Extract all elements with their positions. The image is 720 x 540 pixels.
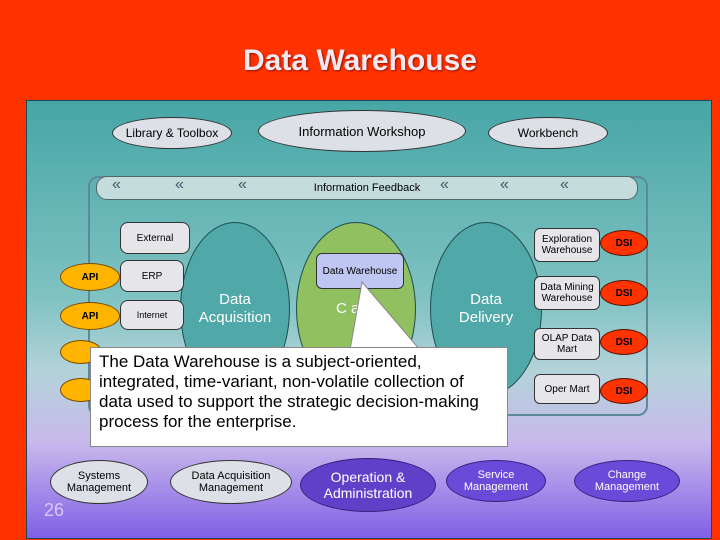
dsi-oval: DSI — [600, 378, 648, 404]
definition-callout: The Data Warehouse is a subject-oriented… — [90, 347, 508, 447]
internet-source: Internet — [120, 300, 184, 330]
data-delivery-label: Data Delivery — [458, 291, 514, 326]
erp-source: ERP — [120, 260, 184, 292]
data-warehouse-cylinder: Data Warehouse — [316, 253, 404, 289]
chevron-left-icon: « — [560, 176, 569, 193]
service-management-oval: Service Management — [446, 460, 546, 502]
api-oval: API — [60, 263, 120, 291]
operation-administration-oval: Operation & Administration — [300, 458, 436, 512]
dsi-oval: DSI — [600, 329, 648, 355]
callout-pointer — [349, 280, 422, 351]
external-source: External — [120, 222, 190, 254]
chevron-left-icon: « — [500, 176, 509, 193]
oper-mart-cylinder: Oper Mart — [534, 374, 600, 404]
change-management-label: Change Management — [594, 469, 660, 493]
systems-management-label: Systems Management — [66, 470, 132, 494]
api-oval: API — [60, 302, 120, 330]
service-management-label: Service Management — [463, 469, 529, 493]
data-acquisition-management-label: Data Acquisition Management — [191, 470, 271, 494]
data-mining-warehouse-cylinder: Data Mining Warehouse — [534, 276, 600, 310]
workbench-oval: Workbench — [488, 117, 608, 149]
chevron-left-icon: « — [175, 176, 184, 193]
data-acquisition-label: Data Acquisition — [198, 291, 272, 326]
systems-management-oval: Systems Management — [50, 460, 148, 504]
dsi-oval: DSI — [600, 280, 648, 306]
information-feedback-bar: Information Feedback — [96, 176, 638, 200]
information-workshop-oval: Information Workshop — [258, 110, 466, 152]
operation-administration-label: Operation & Administration — [323, 469, 413, 501]
information-feedback-label: Information Feedback — [313, 182, 421, 194]
chevron-left-icon: « — [440, 176, 449, 193]
change-management-oval: Change Management — [574, 460, 680, 502]
chevron-left-icon: « — [238, 176, 247, 193]
olap-data-mart-cylinder: OLAP Data Mart — [534, 328, 600, 360]
library-toolbox-oval: Library & Toolbox — [112, 117, 232, 149]
page-number: 26 — [44, 500, 65, 520]
dsi-oval: DSI — [600, 230, 648, 256]
slide-title: Data Warehouse — [243, 44, 477, 77]
chevron-left-icon: « — [112, 176, 121, 193]
exploration-warehouse-cylinder: Exploration Warehouse — [534, 228, 600, 262]
data-acquisition-management-oval: Data Acquisition Management — [170, 460, 292, 504]
